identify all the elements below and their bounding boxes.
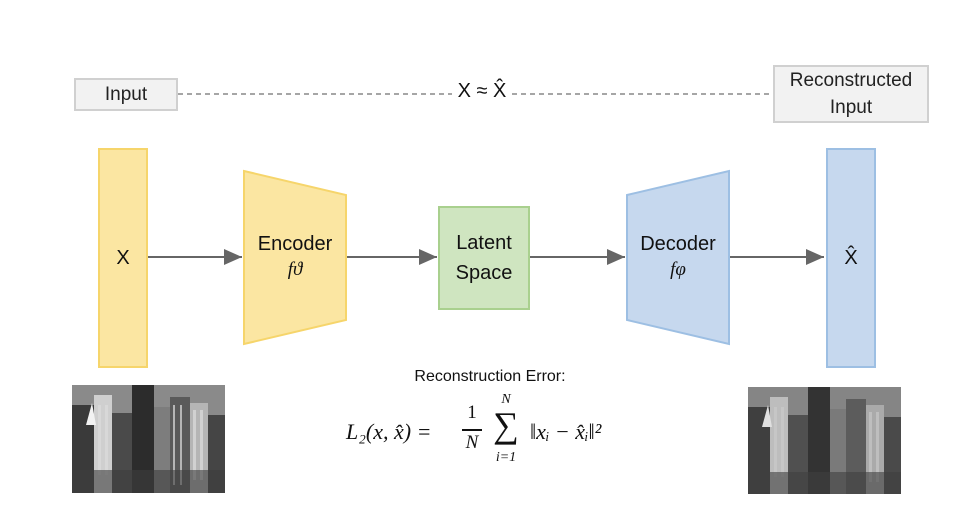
error-caption: Reconstruction Error:: [414, 368, 566, 385]
formula-sum-top: N: [501, 392, 511, 407]
latent-line1: Latent: [456, 232, 512, 254]
output-bar: X̂: [826, 148, 876, 368]
latent-line2: Space: [455, 262, 513, 284]
decoder-label: Decoder fφ: [627, 231, 729, 283]
reconstructed-label-box: Reconstructed Input: [773, 65, 929, 123]
input-label: Input: [104, 84, 148, 105]
approx-label: X ≈ X̂: [457, 80, 507, 102]
formula-sum-bottom: i=1: [495, 450, 517, 465]
formula-frac-bar: [462, 429, 482, 431]
input-bar: X: [98, 148, 148, 368]
formula-frac-den: N: [465, 432, 479, 453]
latent-space-box: Latent Space: [438, 206, 530, 310]
encoder-function: fϑ: [287, 259, 303, 280]
input-symbol: X: [116, 246, 130, 269]
encoder-title: Encoder: [257, 233, 333, 255]
decoder-shape: [626, 169, 730, 346]
output-symbol: X̂: [844, 246, 858, 269]
input-city-photo: [72, 385, 225, 493]
decoder-function: fφ: [670, 259, 686, 280]
reconstructed-city-photo: [748, 387, 901, 494]
formula-lhs: L₂(x, x̂) =: [346, 419, 432, 444]
reconstruction-formula: L₂(x, x̂) = 1 N N ∑ i=1 ‖xᵢ − x̂ᵢ‖²: [346, 392, 646, 472]
reconstructed-city-image: [748, 387, 901, 494]
formula-sum-symbol: ∑: [493, 405, 519, 445]
encoder-shape: [243, 169, 347, 346]
reconstructed-label: Reconstructed Input: [789, 70, 913, 118]
formula-frac-num: 1: [467, 402, 477, 423]
formula-term: ‖xᵢ − x̂ᵢ‖²: [530, 419, 602, 444]
input-city-image: [72, 385, 225, 493]
input-label-box: Input: [74, 78, 178, 111]
decoder-title: Decoder: [640, 233, 716, 255]
encoder-label: Encoder fϑ: [244, 231, 346, 283]
